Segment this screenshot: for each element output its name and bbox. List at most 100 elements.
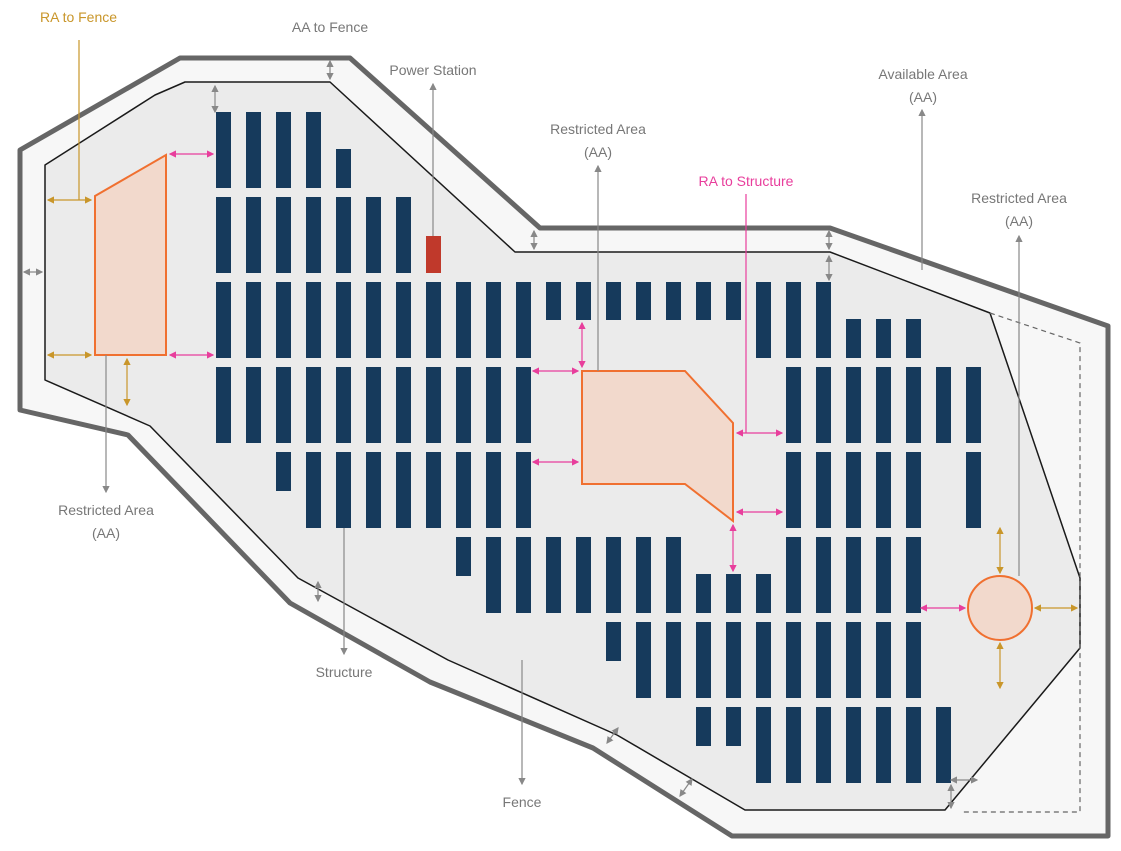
structure-panel — [756, 282, 771, 358]
structure-panel — [786, 367, 801, 443]
structure-panel — [846, 367, 861, 443]
aa-to-fence-arrows — [22, 59, 979, 810]
structure-panel — [576, 537, 591, 613]
structure-panel — [906, 452, 921, 528]
structure-panel — [696, 622, 711, 698]
label-aa-to-fence: AA to Fence — [291, 19, 369, 35]
structure-panel — [876, 537, 891, 613]
structure-panel — [486, 452, 501, 528]
structure-panel — [696, 574, 711, 613]
structure-panel — [846, 319, 861, 358]
structure-panel — [546, 282, 561, 320]
structure-panel — [486, 367, 501, 443]
structure-panel — [516, 452, 531, 528]
structure-panel — [396, 367, 411, 443]
structure-panel — [396, 282, 411, 358]
structure-panel — [606, 282, 621, 320]
restricted-area-center — [581, 370, 734, 524]
structure-panel — [816, 707, 831, 783]
structure-panel — [906, 319, 921, 358]
structure-panel — [726, 282, 741, 320]
structure-panel — [216, 197, 231, 273]
structure-panel — [786, 282, 801, 358]
structure-panel — [336, 149, 351, 188]
structure-panel — [876, 319, 891, 358]
label-fence: Fence — [502, 794, 542, 810]
structure-panel — [306, 452, 321, 528]
structure-panel — [906, 367, 921, 443]
structure-panel — [306, 197, 321, 273]
structure-panel — [966, 367, 981, 443]
structure-panel — [936, 367, 951, 443]
structure-panel — [696, 282, 711, 320]
structure-panel — [306, 282, 321, 358]
structure-panel — [966, 452, 981, 528]
structure-panel — [276, 452, 291, 491]
structure-panel — [606, 537, 621, 613]
structure-panel — [606, 622, 621, 661]
structure-panel — [366, 197, 381, 273]
restricted-area-right — [967, 575, 1033, 641]
structure-panel — [426, 452, 441, 528]
label-restricted-area-left: Restricted Area (AA) — [58, 502, 154, 541]
power-station — [426, 236, 441, 273]
structure-panel — [246, 197, 261, 273]
structure-panel — [546, 537, 561, 613]
structure-panel — [426, 367, 441, 443]
structure-panel — [816, 282, 831, 358]
structure-panel — [786, 707, 801, 783]
structure-panel — [846, 537, 861, 613]
structure-panel — [726, 574, 741, 613]
structure-panel — [846, 622, 861, 698]
structure-panel — [876, 452, 891, 528]
structure-panel — [276, 197, 291, 273]
structure-panel — [366, 367, 381, 443]
structure-panel — [846, 707, 861, 783]
structure-panel — [216, 112, 231, 188]
label-structure: Structure — [315, 664, 373, 680]
structure-panel — [666, 622, 681, 698]
structure-panel — [756, 622, 771, 698]
structure-panel — [486, 537, 501, 613]
structure-panel — [336, 197, 351, 273]
structure-panel — [246, 112, 261, 188]
structure-panel — [756, 707, 771, 783]
structure-panel — [276, 367, 291, 443]
structure-panel — [876, 367, 891, 443]
structure-panel — [696, 707, 711, 746]
structure-panel — [516, 537, 531, 613]
available-area-boundary — [44, 81, 1081, 811]
structure-panel — [876, 707, 891, 783]
structure-panel — [906, 622, 921, 698]
structure-panel — [636, 537, 651, 613]
structure-panel — [396, 197, 411, 273]
structure-panel — [786, 452, 801, 528]
structure-panel — [216, 367, 231, 443]
structure-panel — [576, 282, 591, 320]
structure-panel — [366, 452, 381, 528]
structure-panel — [426, 282, 441, 358]
structure-panel — [846, 452, 861, 528]
structure-panel — [246, 282, 261, 358]
ra-to-structure-arrows — [168, 150, 967, 612]
label-leader-lines — [102, 82, 1023, 786]
label-power-station: Power Station — [389, 62, 477, 78]
structure-panel — [906, 537, 921, 613]
ra-to-fence-arrows — [46, 40, 1079, 690]
structure-panel — [486, 282, 501, 358]
structure-panel — [456, 282, 471, 358]
structure-panel — [336, 282, 351, 358]
structure-panel — [906, 707, 921, 783]
structure-panel — [276, 282, 291, 358]
structure-panel — [666, 282, 681, 320]
restricted-area-left — [94, 153, 167, 356]
structure-panel — [306, 112, 321, 188]
label-ra-to-fence: RA to Fence — [40, 9, 118, 25]
structure-panel — [336, 367, 351, 443]
structure-panel — [306, 367, 321, 443]
structure-panel — [636, 622, 651, 698]
structure-panel — [726, 622, 741, 698]
structure-panel — [516, 367, 531, 443]
structure-panel — [456, 367, 471, 443]
